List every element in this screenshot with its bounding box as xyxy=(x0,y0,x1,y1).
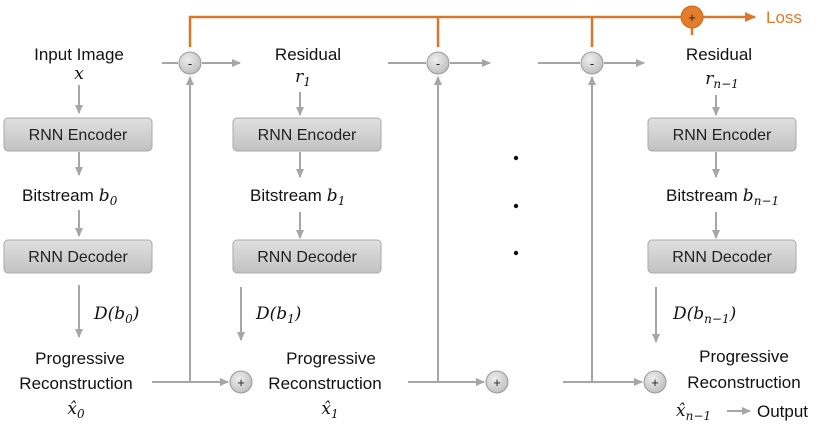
plus-node: + xyxy=(229,370,253,394)
svg-text:-: - xyxy=(590,56,594,71)
svg-text:+: + xyxy=(237,375,245,390)
input-symbol: rn−1 xyxy=(705,69,739,91)
reconstruction-label: Progressive xyxy=(286,349,376,368)
rnn-decoder-box xyxy=(3,239,153,274)
input-symbol: r1 xyxy=(295,67,311,89)
rnn-encoder-box xyxy=(3,117,153,152)
rnn-encoder-box xyxy=(232,117,382,152)
rnn-decoder-label: RNN Decoder xyxy=(257,249,357,266)
rnn-decoder-label: RNN Decoder xyxy=(28,249,128,266)
rnn-encoder-label: RNN Encoder xyxy=(673,127,772,144)
reconstruction-symbol: x̂0 xyxy=(67,399,85,421)
minus-node: - xyxy=(426,51,450,75)
svg-text:+: + xyxy=(688,10,696,25)
decoded-output-label: D(bn−1) xyxy=(672,304,736,326)
output-label: Output xyxy=(757,402,808,421)
flow-lines xyxy=(75,59,751,415)
plus-node: + xyxy=(485,370,509,394)
reconstruction-label: Reconstruction xyxy=(687,373,800,392)
svg-text:-: - xyxy=(188,56,192,71)
reconstruction-symbol: x̂n−1 xyxy=(676,401,711,423)
rnn-decoder-box xyxy=(647,239,797,274)
rnn-encoder-label: RNN Encoder xyxy=(29,127,128,144)
plus-node: + xyxy=(643,370,667,394)
rnn-decoder-box xyxy=(232,239,382,274)
svg-text:-: - xyxy=(436,56,440,71)
reconstruction-label: Reconstruction xyxy=(19,374,132,393)
loss-sum-node: + xyxy=(680,5,704,29)
input-symbol: x xyxy=(74,64,84,84)
loss-label: Loss xyxy=(766,8,802,27)
rnn-encoder-label: RNN Encoder xyxy=(258,127,357,144)
decoded-output-label: D(b0) xyxy=(93,304,139,326)
rnn-encoder-box xyxy=(647,117,797,152)
minus-node: - xyxy=(178,51,202,75)
decoded-output-label: D(b1) xyxy=(255,304,301,326)
reconstruction-label: Reconstruction xyxy=(268,374,381,393)
input-label: Residual xyxy=(686,45,752,64)
input-label: Input Image xyxy=(34,45,124,64)
minus-node: - xyxy=(580,51,604,75)
reconstruction-label: Progressive xyxy=(699,347,789,366)
ellipsis xyxy=(513,155,519,256)
rnn-decoder-label: RNN Decoder xyxy=(672,249,772,266)
svg-text:+: + xyxy=(651,375,659,390)
reconstruction-label: Progressive xyxy=(35,349,125,368)
loss-path xyxy=(188,12,756,47)
svg-text:+: + xyxy=(493,375,501,390)
reconstruction-symbol: x̂1 xyxy=(321,399,338,421)
input-label: Residual xyxy=(275,45,341,64)
